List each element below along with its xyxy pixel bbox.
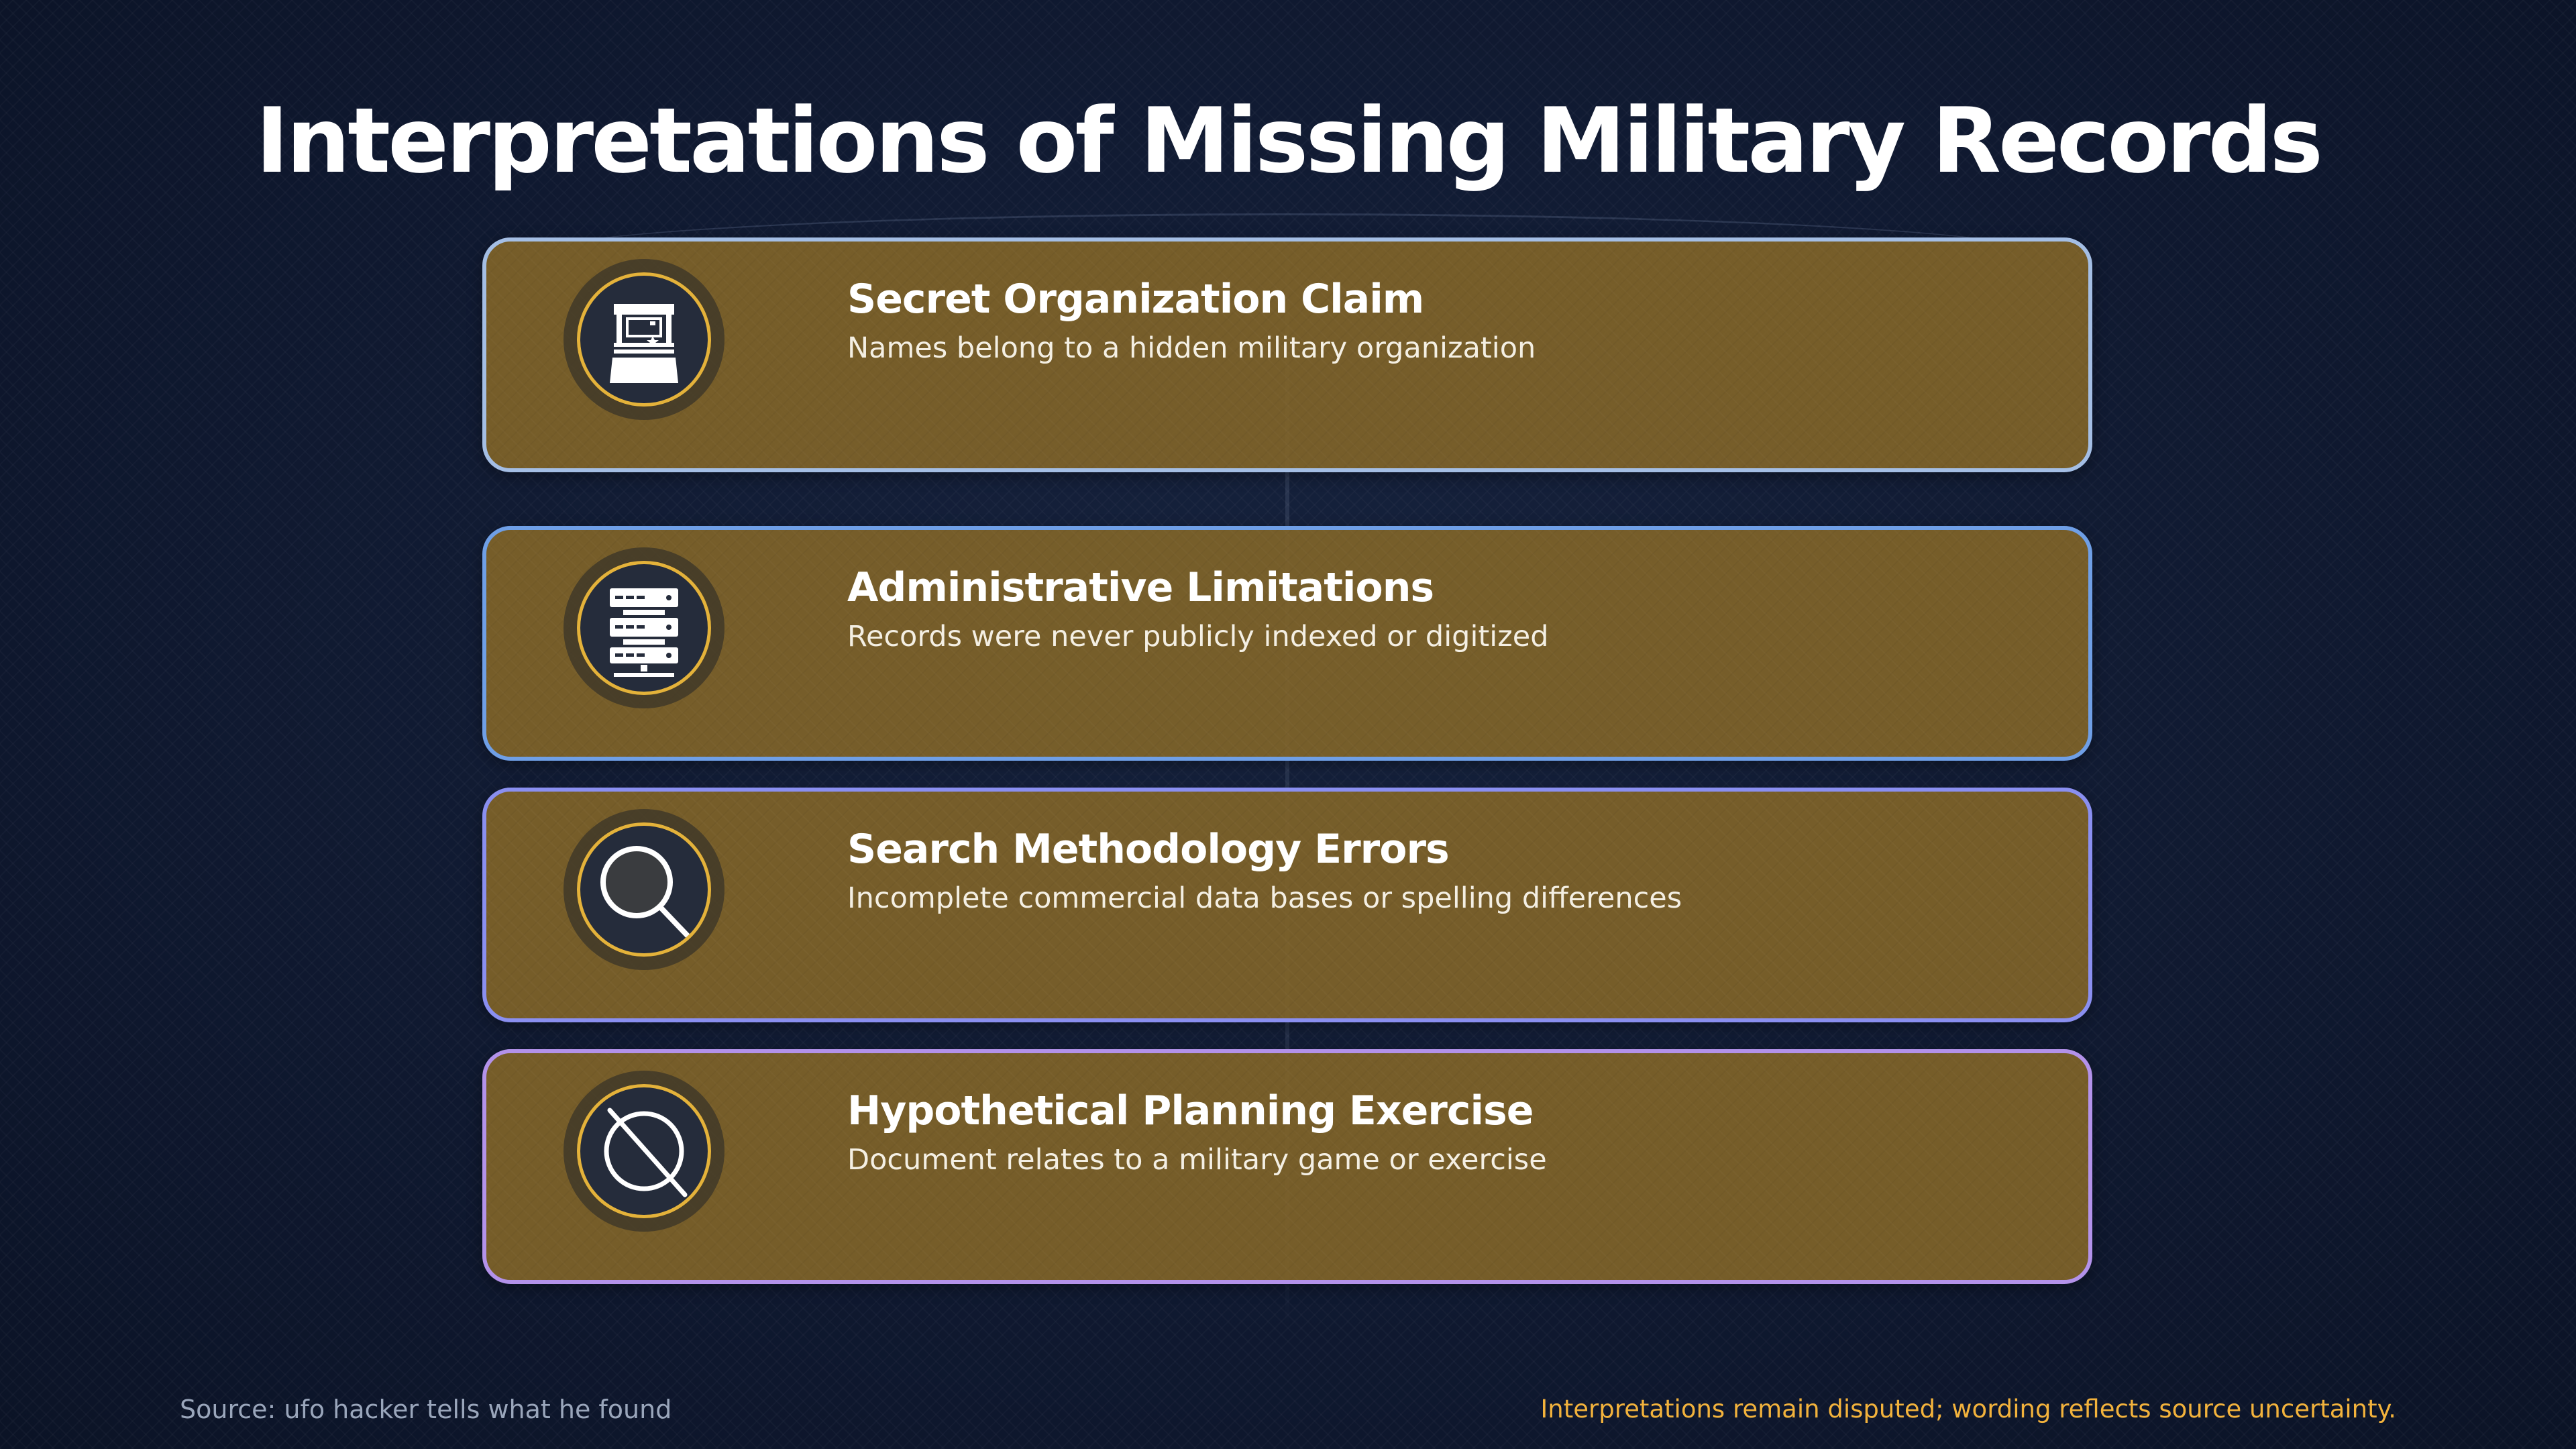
interpretation-card-secret-organization: Secret Organization Claim Names belong t… <box>482 237 2092 472</box>
icon-badge <box>564 259 724 420</box>
card-description: Incomplete commercial data bases or spel… <box>847 881 1682 915</box>
card-title: Search Methodology Errors <box>847 826 1450 873</box>
card-description: Names belong to a hidden military organi… <box>847 331 1536 365</box>
card-title: Hypothetical Planning Exercise <box>847 1087 1534 1134</box>
server-rack-icon <box>610 588 678 677</box>
card-description: Records were never publicly indexed or d… <box>847 620 1549 653</box>
card-description: Document relates to a military game or e… <box>847 1143 1547 1177</box>
icon-badge <box>564 547 724 708</box>
icon-badge <box>564 809 724 970</box>
interpretation-card-administrative-limitations: Administrative Limitations Records were … <box>482 526 2092 761</box>
interpretation-card-search-methodology: Search Methodology Errors Incomplete com… <box>482 788 2092 1022</box>
prohibited-icon <box>604 1108 688 1197</box>
disclaimer-note: Interpretations remain disputed; wording… <box>1540 1395 2396 1424</box>
archive-cabinet-icon <box>610 304 678 383</box>
card-title: Administrative Limitations <box>847 564 1434 611</box>
source-citation: Source: ufo hacker tells what he found <box>180 1395 672 1424</box>
card-title: Secret Organization Claim <box>847 276 1424 323</box>
interpretation-card-hypothetical-exercise: Hypothetical Planning Exercise Document … <box>482 1049 2092 1284</box>
decorative-arc <box>530 213 2046 256</box>
center-divider-line <box>1285 241 1289 1326</box>
page-title: Interpretations of Missing Military Reco… <box>255 89 2323 193</box>
magnifier-icon <box>600 846 692 940</box>
icon-badge <box>564 1071 724 1232</box>
